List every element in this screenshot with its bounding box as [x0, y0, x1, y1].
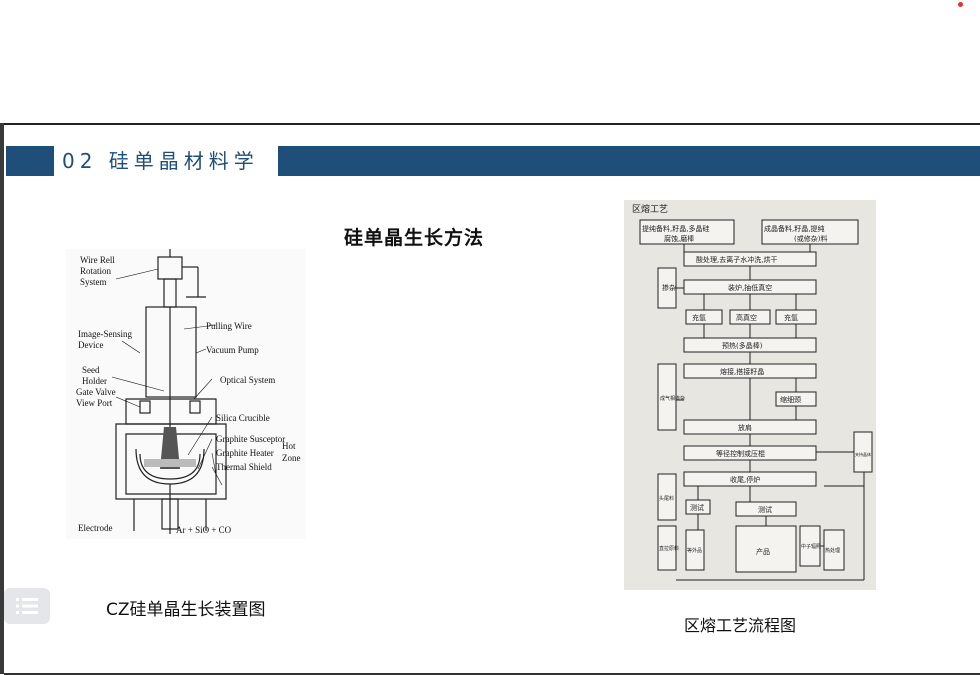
box-test-2: 测试 — [758, 505, 772, 514]
box-head-tail-material: 头尾料 — [659, 495, 674, 502]
right-figure-caption: 区熔工艺流程图 — [684, 616, 797, 635]
label-seed: Seed — [82, 365, 100, 375]
box-stock-2: (或修杂)料 — [794, 234, 827, 243]
label-device: Device — [78, 340, 103, 350]
label-wire-reel: Wire Rell — [80, 255, 115, 265]
box-clamp-crystal: 夹持晶体 — [855, 451, 871, 457]
zone-chart-title: 区熔工艺 — [632, 203, 668, 215]
box-diameter-control: 等径控制或压棍 — [716, 449, 765, 458]
recording-indicator-dot — [958, 2, 963, 7]
box-melt-seed: 熔接,搭接籽晶 — [720, 367, 764, 376]
banner-right-block — [278, 146, 980, 176]
label-thermal-shield: Thermal Shield — [216, 462, 272, 472]
box-preheat: 预热(多晶棒) — [722, 341, 763, 350]
box-gas-phase-doping: 成气相掺杂 — [660, 395, 685, 402]
zone-melting-flowchart: 区熔工艺 提纯备料,籽晶,多晶硅 腐蚀,磨棒 成晶备料,籽晶,提纯 (或修杂)料… — [624, 200, 876, 590]
box-high-vacuum: 高真空 — [736, 313, 757, 322]
box-doping: 掺杂 — [662, 283, 676, 292]
section-banner-title: 02 硅单晶材料学 — [62, 149, 259, 173]
box-substandard: 等外品 — [687, 547, 702, 554]
label-silica-crucible: Silica Crucible — [216, 413, 270, 423]
label-graphite-heater: Graphite Heater — [216, 448, 274, 458]
box-product: 产品 — [756, 547, 770, 556]
label-vacuum-pump: Vacuum Pump — [206, 345, 259, 355]
label-system: System — [80, 277, 107, 287]
presentation-slide: 02 硅单晶材料学 硅单晶生长方法 — [4, 123, 980, 675]
box-load-furnace: 装炉,抽低真空 — [728, 283, 772, 292]
box-raw-materials-2: 腐蚀,磨棒 — [664, 234, 694, 243]
label-view-port: View Port — [76, 398, 113, 408]
label-rotation: Rotation — [80, 266, 111, 276]
box-neutron-irradiation: 中子辐照 — [801, 543, 821, 550]
box-argon-fill-2: 充氩 — [784, 313, 798, 322]
label-hot: Hot — [282, 441, 296, 451]
label-pulling-wire: Pulling Wire — [206, 321, 252, 331]
label-graphite-susceptor: Graphite Susceptor — [216, 434, 285, 444]
zone-melting-flowchart-figure: 区熔工艺 提纯备料,籽晶,多晶硅 腐蚀,磨棒 成晶备料,籽晶,提纯 (或修杂)料… — [624, 200, 876, 590]
box-neck: 缩细颈 — [780, 395, 801, 404]
label-exhaust-gas: Ar + SiO + CO — [176, 525, 232, 535]
menu-button[interactable] — [4, 588, 50, 624]
slide-left-edge — [0, 123, 4, 674]
box-finish-stop: 收尾,停炉 — [730, 475, 760, 484]
banner-left-block — [6, 146, 54, 176]
label-electrode: Electrode — [78, 523, 112, 533]
box-test-1: 测试 — [690, 503, 704, 512]
label-optical-system: Optical System — [220, 375, 275, 385]
box-argon-fill-1: 充氩 — [692, 313, 706, 322]
box-stock: 成晶备料,籽晶,提纯 — [764, 224, 824, 233]
box-shoulder: 放肩 — [738, 423, 752, 432]
label-image-sensing: Image-Sensing — [78, 329, 132, 339]
box-direct-pull-material: 直拉原料 — [659, 545, 679, 552]
cz-apparatus-diagram: Wire Rell Rotation System Pulling Wire I… — [76, 249, 301, 535]
menu-list-icon — [16, 598, 38, 614]
label-holder: Holder — [82, 376, 107, 386]
slide-title: 硅单晶生长方法 — [344, 227, 485, 249]
cz-apparatus-figure: Wire Rell Rotation System Pulling Wire I… — [66, 249, 306, 539]
label-gate-valve: Gate Valve — [76, 387, 116, 397]
box-heat-treatment: 热处理 — [825, 547, 840, 554]
box-acid-treatment: 酸处理,去离子水冲洗,烘干 — [696, 255, 777, 264]
label-zone: Zone — [282, 453, 301, 463]
left-figure-caption: CZ硅单晶生长装置图 — [106, 600, 266, 620]
box-raw-materials: 提纯备料,籽晶,多晶硅 — [642, 224, 709, 233]
